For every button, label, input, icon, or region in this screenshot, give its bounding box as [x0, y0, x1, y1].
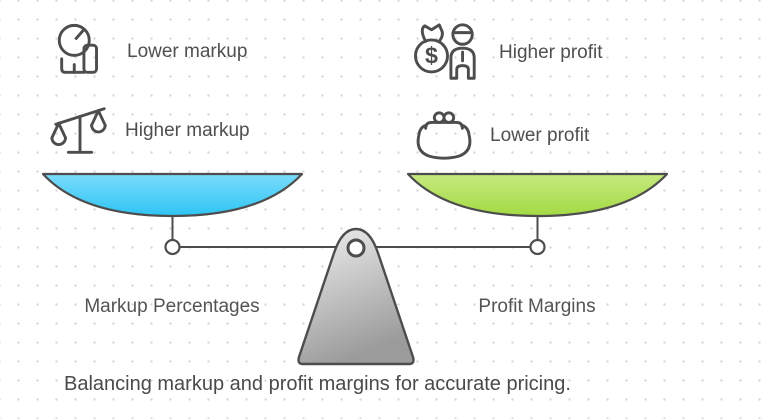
legend-item-higher-markup: Higher markup: [50, 101, 250, 161]
legend-label-higher-markup: Higher markup: [125, 120, 250, 141]
right-pan-label: Profit Margins: [478, 296, 596, 317]
money-bag-person-icon: $: [414, 23, 476, 80]
legend-item-lower-profit: Lower profit: [413, 108, 589, 164]
left-pan-label: Markup Percentages: [84, 296, 260, 317]
caption: Balancing markup and profit margins for …: [64, 373, 571, 395]
left-beam-joint: [164, 238, 181, 256]
left-pan: [41, 172, 304, 218]
svg-text:$: $: [425, 43, 438, 69]
coin-purse-icon: [416, 111, 472, 160]
balance-scale-icon: [50, 107, 107, 154]
legend-label-lower-profit: Lower profit: [490, 125, 590, 146]
fulcrum-pivot-hole: [346, 238, 366, 258]
legend-item-higher-profit: $ Higher profit: [412, 20, 603, 86]
legend-label-higher-profit: Higher profit: [499, 42, 603, 63]
legend-label-lower-markup: Lower markup: [127, 41, 248, 62]
legend-item-lower-markup: Lower markup: [52, 22, 247, 82]
right-beam-joint: [529, 238, 546, 256]
right-pan: [406, 172, 669, 218]
fulcrum: [297, 227, 415, 366]
gauge-icon: [57, 23, 98, 74]
